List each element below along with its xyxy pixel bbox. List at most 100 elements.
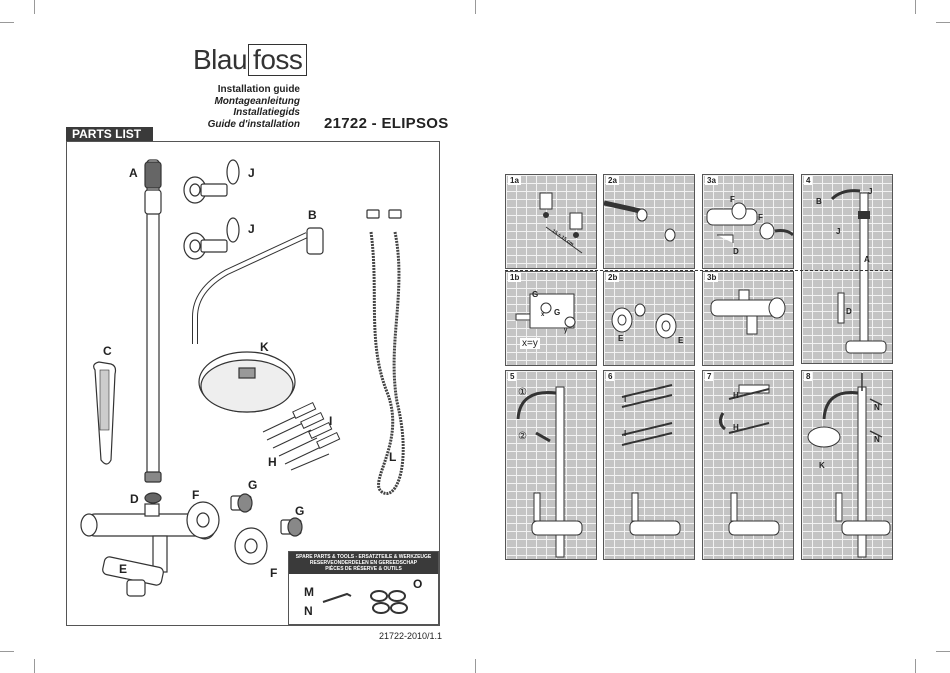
crop-mark xyxy=(475,659,476,673)
label-f: F xyxy=(730,195,735,204)
crop-mark xyxy=(475,0,476,14)
label-i: I xyxy=(329,414,333,428)
step-3b-drawing xyxy=(710,289,786,335)
wall-tiles xyxy=(604,272,694,365)
label-h: H xyxy=(733,391,739,400)
guide-titles: Installation guide Montageanleitung Inst… xyxy=(180,84,300,130)
label-f-bottom: F xyxy=(270,566,278,580)
wall-tiles xyxy=(703,272,793,365)
brand-logo-part2: foss xyxy=(248,44,308,76)
step-panel-5: 5 ① ② xyxy=(505,370,597,560)
label-h: H xyxy=(733,423,739,432)
step-panel-8: 8 N N K xyxy=(801,370,893,560)
label-g: G xyxy=(532,290,539,299)
label-n: N xyxy=(874,403,880,412)
parts-list-box: A J J B C K I H L D F G G E F xyxy=(66,141,440,626)
crop-mark xyxy=(915,0,916,14)
guide-title-fr: Guide d'installation xyxy=(207,118,300,130)
part-l-nut-2 xyxy=(388,209,402,219)
label-l: L xyxy=(389,450,397,464)
label-k: K xyxy=(260,340,269,354)
step-number: 1b xyxy=(508,273,522,282)
step-2a-drawing xyxy=(604,200,676,242)
step-8-drawing xyxy=(807,373,891,558)
step-panel-1b: 1b G G x y x=y xyxy=(505,271,597,366)
crop-mark xyxy=(0,651,14,652)
crop-mark xyxy=(34,0,35,14)
step-3a-drawing xyxy=(706,202,793,243)
step-5-drawing xyxy=(516,386,583,558)
crop-mark xyxy=(936,22,950,23)
note-x-equals-y: x=y xyxy=(520,338,540,349)
label-b: B xyxy=(308,208,317,222)
label-g: G xyxy=(554,308,561,317)
label-a: A xyxy=(129,166,138,180)
label-f-top: F xyxy=(192,488,200,502)
step-panel-1a: 1a 15 ± 15 cm xyxy=(505,174,597,269)
spare-parts-header: SPARE PARTS & TOOLS - ERSATZTEILE & WERK… xyxy=(289,552,438,574)
step-number: 7 xyxy=(705,372,714,381)
step-panel-2b: 2b E E xyxy=(603,271,695,366)
o-ring-4 xyxy=(390,602,408,614)
note-x: x xyxy=(541,312,545,318)
part-b-arm-mount xyxy=(306,227,324,255)
spare-header-line-3: PIÈCES DE RÉSERVE & OUTILS xyxy=(325,566,402,572)
step-number: 3b xyxy=(705,273,719,282)
label-d: D xyxy=(733,247,739,256)
part-c-spray-face xyxy=(99,369,110,431)
crop-mark xyxy=(34,659,35,673)
part-a-top-cap xyxy=(144,161,162,189)
label-b: B xyxy=(816,197,822,206)
label-g-bottom: G xyxy=(295,504,305,518)
label-i: I xyxy=(624,395,627,404)
part-g-connector-2 xyxy=(280,517,303,537)
wall-tiles xyxy=(604,175,694,268)
crop-mark xyxy=(936,651,950,652)
step-number: 2b xyxy=(606,273,620,282)
label-e: E xyxy=(618,334,624,343)
part-l-nut-1 xyxy=(366,209,380,219)
parts-drawing xyxy=(80,159,405,597)
label-a: A xyxy=(864,255,870,264)
step-1b-drawing xyxy=(515,293,576,329)
part-j-bracket-top xyxy=(183,159,240,204)
product-title: 21722 - ELIPSOS xyxy=(324,115,449,132)
note-circle-2: ② xyxy=(518,431,527,442)
step-panel-3a: 3a F F D xyxy=(702,174,794,269)
part-b-arm xyxy=(193,233,308,344)
brand-logo-part1: Blau xyxy=(193,44,248,75)
step-2b-drawing xyxy=(611,303,677,339)
step-panel-3b: 3b xyxy=(702,271,794,366)
hex-key-m xyxy=(322,592,352,603)
label-h: H xyxy=(268,455,277,469)
label-g-top: G xyxy=(248,478,258,492)
part-h-i-screws xyxy=(262,401,341,471)
label-i: I xyxy=(624,429,627,438)
document-code: 21722-2010/1.1 xyxy=(379,631,443,641)
note-y: y xyxy=(564,328,568,334)
step-1a-drawing xyxy=(539,192,583,254)
label-f: F xyxy=(758,213,763,222)
label-j: J xyxy=(868,187,873,196)
crop-mark xyxy=(0,22,14,23)
step-number: 2a xyxy=(606,176,619,185)
o-ring-1 xyxy=(370,590,388,602)
step-panel-4: 4 J B J A D xyxy=(801,174,893,364)
spare-header-line-2: RESERVEONDERDELEN EN GEREEDSCHAP xyxy=(309,560,418,566)
label-n: N xyxy=(874,435,880,444)
spare-parts-box: SPARE PARTS & TOOLS - ERSATZTEILE & WERK… xyxy=(288,551,439,625)
label-e: E xyxy=(678,336,684,345)
part-a-sleeve xyxy=(144,189,162,215)
label-d: D xyxy=(846,307,852,316)
label-k: K xyxy=(819,461,825,470)
part-k-connector xyxy=(238,367,256,379)
step-number: 6 xyxy=(606,372,615,381)
part-l-hose xyxy=(369,231,405,495)
parts-list-tab: PARTS LIST xyxy=(66,127,153,142)
label-o: O xyxy=(413,577,423,591)
step-7-drawing xyxy=(718,384,780,536)
step-6-drawing xyxy=(621,384,681,536)
crop-mark xyxy=(915,659,916,673)
part-f-plate-1-hole xyxy=(196,512,210,528)
